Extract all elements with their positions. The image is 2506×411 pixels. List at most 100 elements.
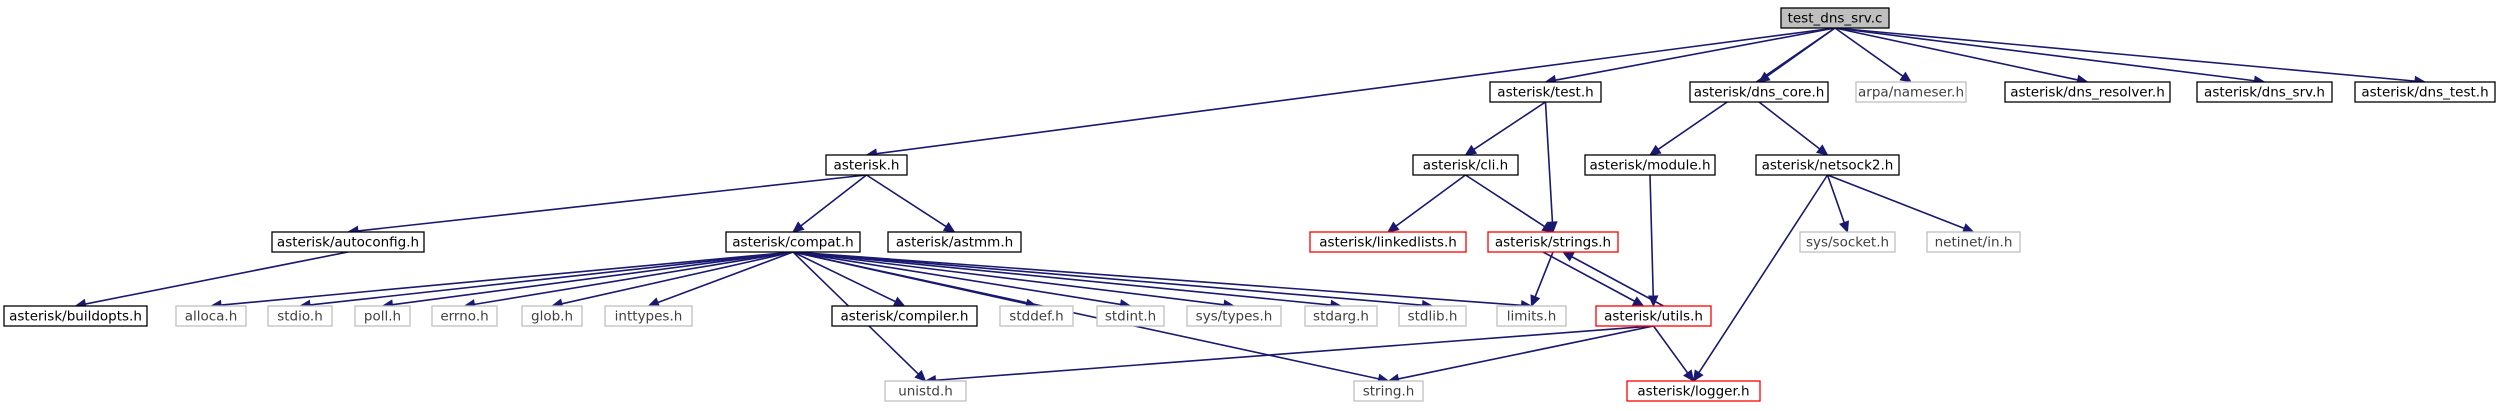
edge-line [1827,174,1965,230]
node-module-h[interactable]: asterisk/module.h [1584,154,1716,176]
node-box [3,305,148,327]
node-box [354,305,411,327]
node-utils-h[interactable]: asterisk/utils.h [1595,305,1712,327]
node-label: string.h [1363,384,1415,400]
node-label: stdint.h [1105,309,1156,325]
node-box [1689,81,1829,103]
node-label: stddef.h [1009,309,1063,325]
node-dns-test[interactable]: asterisk/dns_test.h [2354,81,2496,103]
node-label: netinet/in.h [1935,235,2013,251]
edge-test_dns_srv-to-dns_srv [1834,27,2266,86]
edge-line [392,251,794,306]
node-label: stdlib.h [1408,309,1458,325]
edge-line [792,251,1332,306]
node-stddef: stddef.h [999,305,1074,327]
node-label: limits.h [1507,309,1557,325]
node-test-h[interactable]: asterisk/test.h [1489,81,1602,103]
node-string-h: string.h [1353,380,1424,402]
node-label: sys/types.h [1196,309,1273,325]
edge-cli_h-to-strings_h [1465,174,1555,233]
node-box [2004,81,2171,103]
node-box [521,305,583,327]
edge-test_dns_srv-to-dns_resolver [1834,27,2089,85]
edge-line [935,325,1654,382]
edge-autoconfig-to-buildopts [74,251,349,310]
node-box [1309,231,1467,253]
node-box [887,231,1022,253]
edge-line [792,251,1225,306]
node-label: poll.h [364,309,401,325]
node-dns-core[interactable]: asterisk/dns_core.h [1689,81,1829,103]
node-box [1489,81,1602,103]
node-box [431,305,498,327]
edge-line [357,174,867,232]
node-linkedlists[interactable]: asterisk/linkedlists.h [1309,231,1467,253]
node-box [1496,305,1567,327]
node-label: inttypes.h [615,309,683,325]
edge-line [792,251,1423,306]
edge-arrowhead [1683,369,1695,382]
node-netsock2[interactable]: asterisk/netsock2.h [1755,154,1900,176]
node-glob: glob.h [521,305,583,327]
node-box [1412,154,1519,176]
edge-line [1652,325,1689,374]
node-label: asterisk/dns_resolver.h [2010,85,2165,101]
node-label: asterisk/netsock2.h [1762,158,1894,174]
node-box [831,305,978,327]
node-box [725,231,861,253]
node-label: asterisk/logger.h [1637,384,1749,400]
node-box [884,380,967,402]
edge-line [1571,256,1664,307]
edge-line [1555,27,1836,81]
node-label: asterisk/buildopts.h [9,309,142,325]
edge-arrowhead [792,221,805,233]
node-inttypes: inttypes.h [604,305,693,327]
edge-compat-to-limits [792,251,1533,311]
node-label: asterisk/compiler.h [841,309,969,325]
edge-strings_h-to-limits [1530,251,1554,308]
node-dns-srv[interactable]: asterisk/dns_srv.h [2196,81,2333,103]
node-logger-h[interactable]: asterisk/logger.h [1626,380,1761,402]
node-astmm[interactable]: asterisk/astmm.h [887,231,1022,253]
node-box [1626,380,1761,402]
edge-dns_core-to-netsock2 [1758,101,1829,156]
edge-line [1395,174,1466,227]
node-label: test_dns_srv.c [1788,11,1883,27]
node-compiler[interactable]: asterisk/compiler.h [831,305,978,327]
node-poll: poll.h [354,305,411,327]
node-label: stdarg.h [1313,309,1369,325]
node-box [1595,305,1712,327]
node-test-dns-srv[interactable]: test_dns_srv.c [1780,7,1890,29]
node-stdint: stdint.h [1096,305,1165,327]
edge-compat-to-glob [550,251,794,309]
edge-arrowhead [914,369,927,382]
edge-line [792,251,896,303]
edge-compat-to-poll [381,251,794,310]
node-autoconfig[interactable]: asterisk/autoconfig.h [271,231,425,253]
edge-line [1834,27,2078,81]
edge-strings_h-to-utils_h [1542,251,1645,307]
edge-module_h-to-utils_h [1647,174,1659,308]
node-label: unistd.h [898,384,953,400]
node-cli-h[interactable]: asterisk/cli.h [1412,154,1519,176]
node-label: arpa/nameser.h [1858,85,1964,101]
edge-arrowhead [942,221,956,233]
edges-layer [74,27,2427,386]
node-box [267,305,333,327]
node-buildopts[interactable]: asterisk/buildopts.h [3,305,148,327]
node-box [604,305,693,327]
edge-netsock2-to-logger_h [1692,174,1829,383]
node-strings-h[interactable]: asterisk/strings.h [1487,231,1619,253]
edge-line [85,251,349,305]
edge-test_dns_srv-to-nameser [1834,27,1912,83]
node-dns-resolver[interactable]: asterisk/dns_resolver.h [2004,81,2171,103]
edge-line [876,27,1836,155]
node-box [1755,154,1900,176]
node-nameser: arpa/nameser.h [1855,81,1967,103]
node-asterisk-h[interactable]: asterisk.h [825,154,908,176]
edge-line [1465,174,1546,228]
node-label: asterisk/linkedlists.h [1319,235,1457,251]
node-compat[interactable]: asterisk/compat.h [725,231,861,253]
edge-test_h-to-cli_h [1464,101,1546,156]
